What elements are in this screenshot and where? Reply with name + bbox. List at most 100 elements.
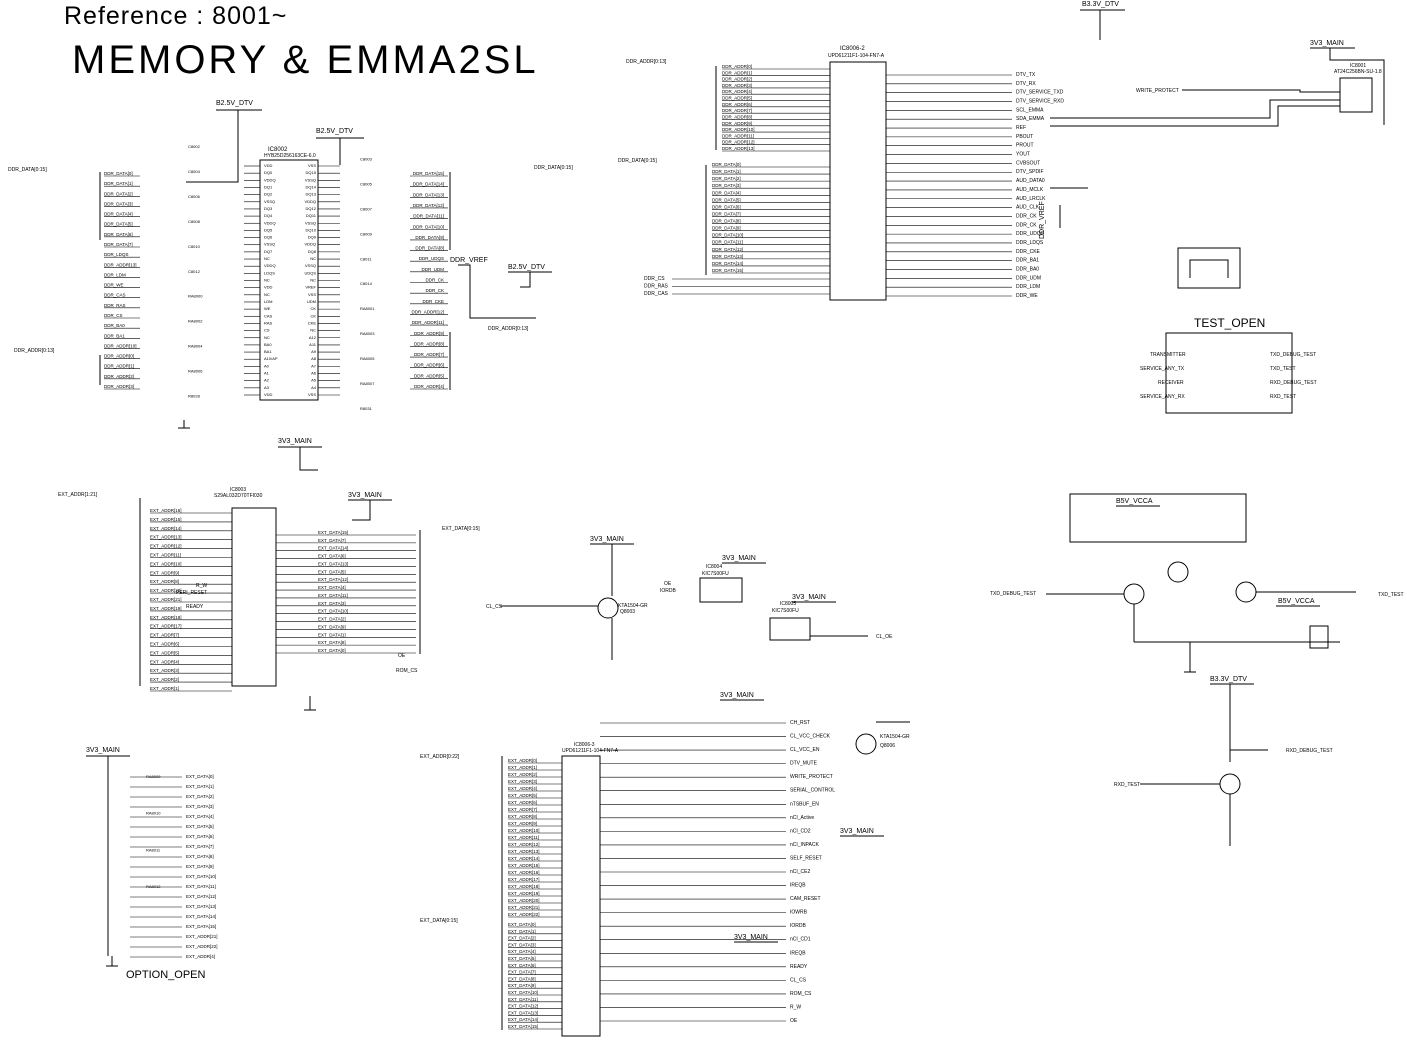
emma-top-addr-net: DDR_ADDR[5] [722,96,752,101]
memory-left-net: DDR_ADDR[10] [104,343,137,348]
emma-bottom-data-net: EXT_DATA[11] [508,997,538,1002]
memory-pin-left: A0 [264,363,270,368]
emma-bottom-out-net: CL_CS [790,977,807,983]
emma-top-data-net: DDR_DATA[0] [712,162,741,167]
sheet-title: MEMORY & EMMA2SL [72,38,539,82]
rom-data-net: EXT_DATA[9] [318,624,346,629]
test-row-2-left: SERVICE_ANY_TX [1140,366,1185,372]
option-net: EXT_DATA[11] [186,884,216,889]
memory-right-net: DDR_UDM [422,267,445,272]
rom-data-net: EXT_DATA[4] [318,585,346,590]
emma-bottom-addr-net: EXT_ADDR[14] [508,856,540,861]
memory-pin-left: DQ6 [264,235,273,240]
memory-pin-right: A9 [311,349,317,354]
emma-bottom-addr-label: EXT_ADDR[0:22] [420,754,460,760]
rom-rail-drop [299,447,318,471]
emma-bottom-out-net: IREQB [790,950,806,956]
memory-pin-right: UDM [307,299,316,304]
memory-pin-right: A8 [311,356,317,361]
option-net: EXT_DATA[15] [186,924,216,929]
memory-pin-left: DQ4 [264,213,273,218]
emma-top-data-net: DDR_DATA[6] [712,204,741,209]
memory-part-ref: C8014 [360,281,373,286]
emma-bottom-out-net: IORDB [790,923,807,929]
emma-top-out-net: DDR_LDM [1016,284,1040,290]
rom-addr-net: EXT_ADDR[19] [150,606,182,611]
emma-top-data-net: DDR_DATA[5] [712,197,741,202]
memory-pin-right: DQ9 [308,235,317,240]
option-net: EXT_DATA[4] [186,814,214,819]
memory-pin-left: LDM [264,299,272,304]
memory-left-net: DDR_DATA[5] [104,222,133,227]
emma-bottom-addr-net: EXT_ADDR[17] [508,877,540,882]
emma-top-addr-net: DDR_ADDR[9] [722,121,752,126]
emma-bottom-ic-ref: IC8006-3 [574,742,595,748]
memory-right-net: DDR_DATA[14] [413,182,444,187]
write-protect-label: WRITE_PROTECT [1136,88,1179,94]
memory-left-net: DDR_ADDR[1] [104,364,134,369]
emma-bottom-data-net: EXT_DATA[13] [508,1010,538,1015]
emma-bottom-addr-net: EXT_ADDR[2] [508,772,537,777]
vref-line [458,264,536,319]
emma-bottom-out-net: IREQB [790,883,806,889]
emma-top-out-net: AUD_CLK [1016,205,1040,211]
rom-oe-label: OE [398,653,406,659]
memory-right-net: DDR_ADDR[6] [414,363,444,368]
emma-bottom-addr-net: EXT_ADDR[10] [508,828,540,833]
memory-pin-left: RAS [264,320,273,325]
emma-bottom-out-net: READY [790,964,808,970]
emma-bottom-rail3-label: 3V3_MAIN [734,934,768,941]
memory-right-net: DDR_DATA[13] [413,192,444,197]
memory-left-net: DDR_CAS [104,293,126,298]
gate-oe-in: OE [664,581,672,587]
rom-addr-net: EXT_ADDR[7] [150,633,179,638]
emma-bottom-data-net: EXT_DATA[3] [508,942,536,947]
memory-right-net: DDR_ADDR[8] [414,341,444,346]
memory-left-net: DDR_ADDR[13] [104,262,137,267]
emma-top-out-net: DDR_CK [1016,213,1037,219]
rom-data-net: EXT_DATA[1] [318,632,346,637]
emma-top-addr-net: DDR_ADDR[12] [722,140,755,145]
rom-addr-net: EXT_ADDR[4] [150,659,179,664]
option-open-title: OPTION_OPEN [126,969,206,981]
emma-bottom-addr-net: EXT_ADDR[6] [508,800,537,805]
option-net: EXT_DATA[10] [186,874,216,879]
memory-part-ref: C8008 [188,219,201,224]
gate-ic8004-body [699,577,743,603]
memory-pin-left: A2 [264,378,270,383]
memory-right-net: DDR_DATA[8] [415,246,444,251]
emma-bottom-addr-net: EXT_ADDR[8] [508,814,537,819]
memory-pin-left: NC [264,292,270,297]
option-rail-label: 3V3_MAIN [86,747,120,754]
memory-part-ref: C8009 [360,231,373,236]
memory-pin-right: VDDQ [304,242,316,247]
sda-line [1050,105,1340,127]
gate-q-part: KTA1504-GR [618,603,648,609]
rom-data-net: EXT_DATA[5] [318,569,346,574]
gate-ic2-ref: IC8005 [780,601,796,607]
rom-addr-net: EXT_ADDR[13] [150,535,182,540]
emma-bottom-addr-net: EXT_ADDR[19] [508,891,540,896]
gate-cs-label: CL_CS [486,604,503,610]
gate-iordb-in: IORDB [660,588,677,594]
option-net: EXT_DATA[1] [186,784,214,789]
memory-left-net: DDR_DATA[1] [104,181,133,186]
emma-top-out-net: DDR_UDM [1016,275,1041,281]
memory-pin-right: VSSQ [305,177,316,182]
emma-top-addr-bus-label: DDR_ADDR[0:13] [626,59,667,65]
memory-pin-right: NC [310,256,316,261]
memory-pin-right: A12 [309,335,317,340]
rom-addr-net: EXT_ADDR[8] [150,579,179,584]
option-net: EXT_ADDR[22] [186,944,218,949]
schematic-labels: VDDDQ0VDDQDQ1DQ2VSSQDQ3DQ4VDDQDQ5DQ6VSSQ… [104,64,1064,1030]
memory-pin-right: VREF [305,285,316,290]
rom-rw-label: R_W [196,583,207,589]
emma-top-out-net: DTV_SERVICE_TXD [1016,90,1064,96]
emma-bottom-q-ref: Q8006 [880,743,895,749]
memory-right-net: DDR_UDQS [419,256,444,261]
memory-right-net: DDR_DATA[10] [413,224,444,229]
rom-data-bus-label: EXT_DATA[0:15] [442,526,480,532]
memory-ic-ref: IC8002 [268,147,288,153]
emma-top-data-bus-label: DDR_DATA[0:15] [618,158,657,164]
memory-out-addr-label: DDR_ADDR[0:13] [488,326,529,332]
